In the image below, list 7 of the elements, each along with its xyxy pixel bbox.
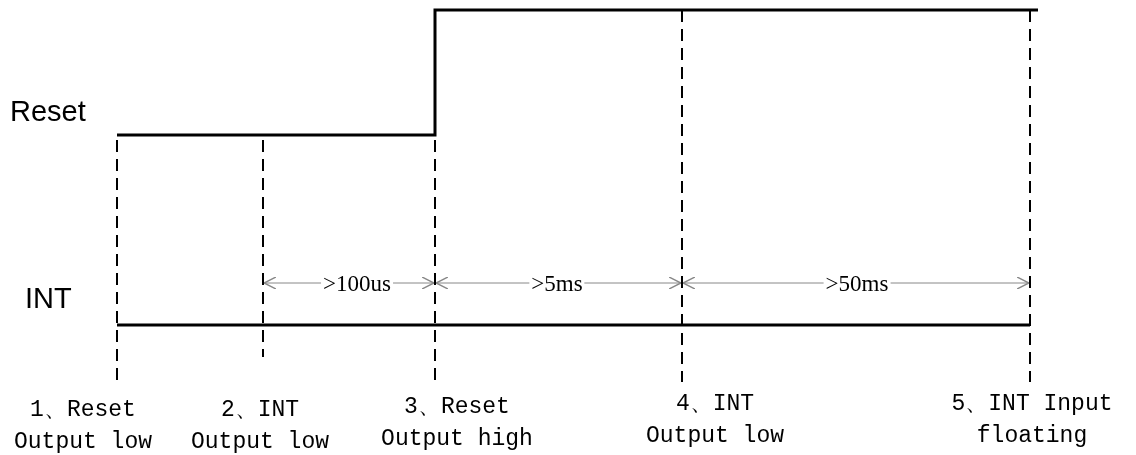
signal-label: INT (25, 284, 72, 313)
step-label: 1、Reset Output low (13, 396, 153, 455)
step-label: 2、INT Output low (190, 396, 330, 455)
step-label: 4、INT Output low (645, 390, 785, 451)
step-label: 5、INT Input floating (950, 390, 1114, 451)
signal-label: Reset (10, 97, 86, 126)
step-label: 3、Reset Output high (380, 393, 534, 454)
